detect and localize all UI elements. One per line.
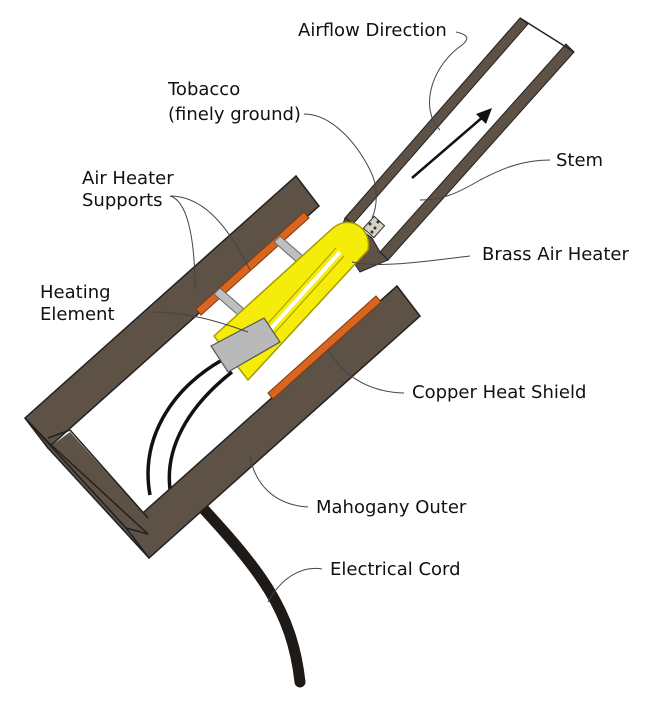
label-airflow-direction: Airflow Direction xyxy=(298,20,447,41)
label-tobacco-line1: Tobacco xyxy=(167,79,240,100)
wire-outer xyxy=(146,358,223,496)
heating-element xyxy=(210,317,281,373)
leader-mahogany xyxy=(249,455,309,508)
leader-stem xyxy=(419,159,551,201)
leader-brass xyxy=(351,255,471,265)
mahogany-inner-edge xyxy=(47,429,71,439)
tobacco xyxy=(362,215,386,239)
label-mahogany-outer: Mahogany Outer xyxy=(316,497,467,518)
airflow-arrow xyxy=(411,108,492,179)
label-brass-air-heater: Brass Air Heater xyxy=(482,244,629,265)
brass-heater-bore xyxy=(264,250,342,336)
label-heating-element-line2: Element xyxy=(40,304,115,325)
leader-supports-2 xyxy=(169,195,196,291)
label-heating-element-line1: Heating xyxy=(40,282,111,303)
wire-inner xyxy=(167,370,234,501)
mahogany-end-side xyxy=(24,417,150,559)
tobacco-grain-1 xyxy=(368,222,372,226)
stem-top-edge xyxy=(519,17,575,53)
airflow-arrow-head xyxy=(476,108,492,124)
label-air-heater-supports-line1: Air Heater xyxy=(82,168,174,189)
leader-tobacco xyxy=(303,113,377,219)
label-tobacco-line2: (finely ground) xyxy=(168,104,301,125)
leader-airflow xyxy=(429,31,468,131)
label-electrical-cord: Electrical Cord xyxy=(330,559,461,580)
brass-heater-bore-edge xyxy=(261,247,345,339)
tobacco-grain-4 xyxy=(370,230,374,234)
airflow-arrow-shaft xyxy=(411,115,485,179)
label-air-heater-supports-line2: Supports xyxy=(82,190,163,211)
label-stem: Stem xyxy=(556,150,603,171)
leader-copper xyxy=(327,349,405,394)
leader-heating-element xyxy=(151,311,249,333)
leader-cord xyxy=(267,567,323,603)
tobacco-grain-3 xyxy=(376,220,380,224)
mahogany-inner-edge-2 xyxy=(69,429,149,519)
label-copper-heat-shield: Copper Heat Shield xyxy=(412,382,586,403)
electrical-cord xyxy=(194,499,306,688)
leader-supports-1 xyxy=(169,195,251,271)
copper-heat-shield-bottom xyxy=(267,295,382,400)
tobacco-grain-2 xyxy=(373,226,377,230)
